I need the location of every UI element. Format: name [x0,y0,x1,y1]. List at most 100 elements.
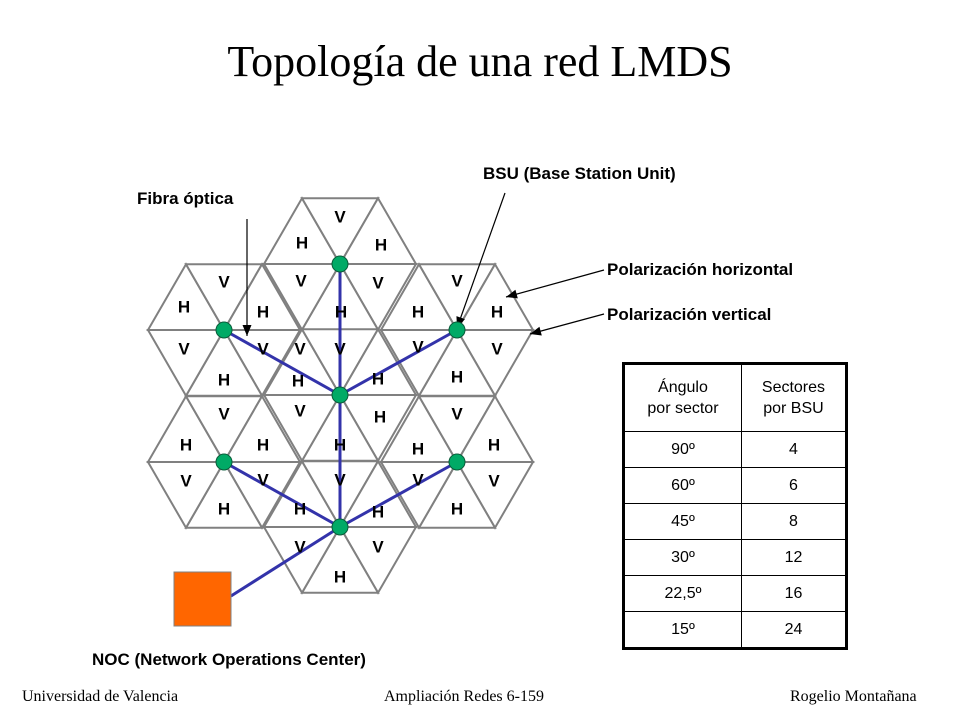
cell-sectors: 12 [740,539,848,576]
sector-letter-v: V [294,401,306,420]
sector-letter-v: V [257,339,269,358]
sector-letter-v: V [257,470,269,489]
sector-letter-h: H [375,235,387,254]
sector-letter-v: V [334,339,346,358]
sector-letter-v: V [295,271,307,290]
sector-letter-v: V [372,537,384,556]
fiber-link [230,525,341,598]
sector-triangle [455,394,535,463]
sector-letter-h: H [372,502,384,521]
sector-letter-v: V [180,471,192,490]
sector-letter-h: H [334,567,346,586]
bsu-node [215,453,233,471]
callout-arrow-line [529,313,605,335]
fiber-link [339,460,458,529]
fiber-link [223,328,341,397]
sector-letter-h: H [257,302,269,321]
sector-letter-v: V [218,404,230,423]
polarizacion-vertical-label: Polarización vertical [607,305,772,324]
sector-letter-h: H [491,302,503,321]
sector-letter-v: V [412,337,424,356]
noc-label: NOC (Network Operations Center) [92,650,366,669]
bsu-nodes [215,255,466,536]
cell-sectors: 4 [740,431,848,468]
sector-letter-v: V [294,339,306,358]
arrowhead [530,326,542,336]
cell-sectors: 16 [740,575,848,612]
bsu-node [331,386,349,404]
bsu-node [448,453,466,471]
sector-letter-v: V [488,471,500,490]
fiber-link [223,460,341,529]
footer-university: Universidad de Valencia [22,688,179,705]
sector-letter-h: H [451,367,463,386]
sector-letter-v: V [451,271,463,290]
sector-letter-h: H [218,499,230,518]
sector-letter-h: H [292,371,304,390]
sector-letter-v: V [491,339,503,358]
sector-letter-v: V [218,272,230,291]
noc-box [173,571,232,627]
sector-letter-h: H [412,439,424,458]
bsu-node [331,255,349,273]
arrowhead [242,325,252,336]
sector-triangle [222,394,302,463]
bsu-node [448,321,466,339]
cell-angle: 15º [623,611,742,649]
sector-letter-h: H [488,435,500,454]
cell-sectors: 24 [740,611,848,649]
sector-letter-v: V [372,273,384,292]
cell-sectors: 6 [740,467,848,504]
sector-letter-h: H [294,499,306,518]
fiber-links [223,264,458,598]
cell-angle: 90º [623,431,742,468]
polarizacion-horizontal-label: Polarización horizontal [607,260,794,279]
sector-triangle [222,262,302,331]
sector-letter-v: V [178,339,190,358]
sector-letter-v: V [451,404,463,423]
sector-letter-h: H [257,435,269,454]
cell-angle: 45º [623,503,742,540]
fiber-link [339,328,458,397]
sector-letter-v: V [294,537,306,556]
callout-arrow-line [505,269,605,298]
sector-letter-h: H [296,233,308,252]
bsu-label: BSU (Base Station Unit) [483,164,676,183]
sector-letter-h: H [412,302,424,321]
sector-letter-h: H [374,407,386,426]
sector-triangle [338,196,418,265]
sector-letter-v: V [334,207,346,226]
sector-letter-v: V [412,470,424,489]
footer-author: Rogelio Montañana [790,688,917,705]
callout-arrow-line [456,192,506,329]
sector-letter-h: H [218,370,230,389]
bsu-node [215,321,233,339]
cell-angle: 60º [623,467,742,504]
fibra-optica-label: Fibra óptica [137,189,234,208]
slide-title: Topología de una red LMDS [227,37,733,86]
arrowhead [506,289,518,299]
sector-letter-h: H [178,297,190,316]
sector-letter-h: H [335,302,347,321]
sector-letter-h: H [451,499,463,518]
footer-course: Ampliación Redes 6-159 [384,688,544,705]
cell-angle: 22,5º [623,575,742,612]
sector-letter-h: H [180,435,192,454]
cell-sectors: 8 [740,503,848,540]
sector-letter-h: H [372,369,384,388]
sector-letter-h: H [334,435,346,454]
cell-angle: 30º [623,539,742,576]
bsu-node [331,518,349,536]
